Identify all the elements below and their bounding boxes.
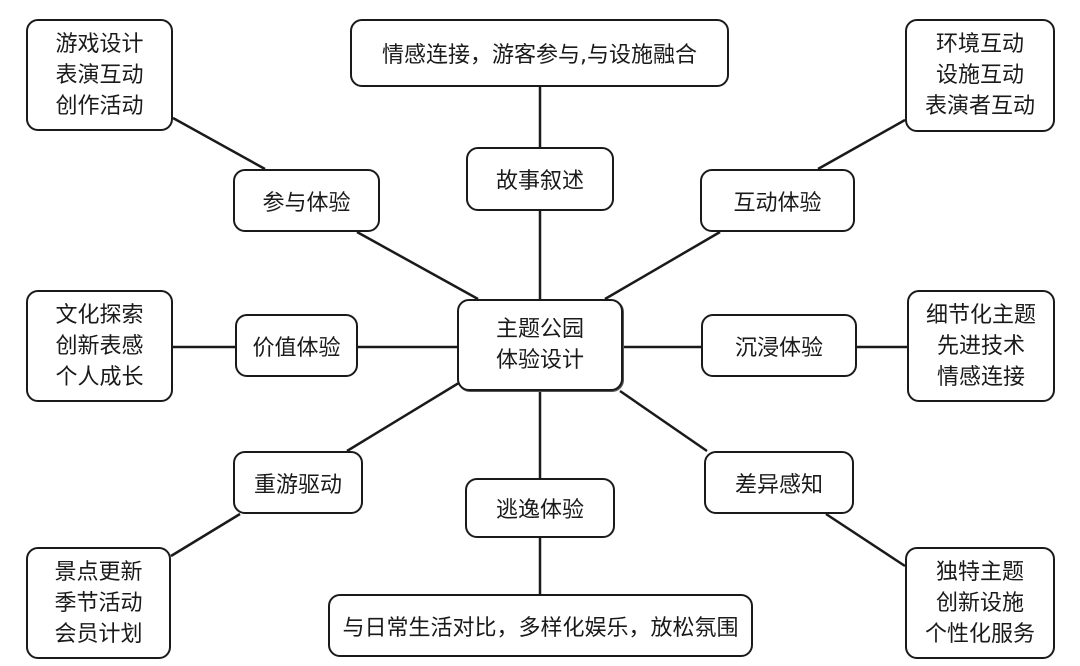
participation-node: 参与体验 [233,169,380,232]
escape-label: 逃逸体验 [495,498,584,523]
escape-node: 逃逸体验 [465,478,615,538]
story-detail-box: 情感连接，游客参与,与设施融合 [350,19,729,87]
connector-difference-detail [825,512,906,568]
value-detail-2: 创新表感 [55,333,144,359]
story-node: 故事叙述 [466,147,614,211]
center-node: 主题公园 体验设计 [457,299,623,391]
interaction-label: 互动体验 [733,190,822,216]
immersion-label: 沉浸体验 [734,335,823,361]
revisit-detail-3: 会员计划 [54,621,143,647]
connector-center-revisit [346,379,463,453]
immersion-detail-2: 先进技术 [936,333,1025,359]
interaction-detail-1: 环境互动 [935,32,1024,57]
difference-detail-2: 创新设施 [935,590,1024,616]
difference-label: 差异感知 [734,472,823,498]
immersion-detail-3: 情感连接 [936,364,1025,390]
escape-detail-box: 与日常生活对比，多样化娱乐，放松氛围 [328,594,753,657]
interaction-detail-3: 表演者互动 [924,94,1035,119]
difference-detail-1: 独特主题 [935,559,1024,585]
story-detail: 情感连接，游客参与,与设施融合 [382,43,697,68]
value-detail-box: 文化探索 创新表感 个人成长 [26,290,173,402]
center-line-1: 主题公园 [495,317,584,342]
immersion-detail-1: 细节化主题 [925,302,1036,328]
difference-detail-3: 个性化服务 [924,621,1035,647]
connector-revisit-detail [170,512,241,558]
revisit-node: 重游驱动 [233,451,363,514]
participation-detail-box: 游戏设计 表演互动 创作活动 [26,19,173,131]
immersion-node: 沉浸体验 [701,314,857,377]
story-label: 故事叙述 [495,169,584,194]
participation-detail-1: 游戏设计 [55,31,144,57]
interaction-detail-2: 设施互动 [935,63,1024,88]
escape-detail: 与日常生活对比，多样化娱乐，放松氛围 [342,615,739,641]
center-line-2: 体验设计 [495,348,584,373]
participation-detail-3: 创作活动 [55,93,144,119]
interaction-node: 互动体验 [700,169,855,232]
immersion-detail-box: 细节化主题 先进技术 情感连接 [907,290,1055,402]
revisit-label: 重游驱动 [253,472,342,498]
connector-center-difference [619,389,708,453]
interaction-detail-box: 环境互动 设施互动 表演者互动 [905,19,1055,132]
participation-label: 参与体验 [262,190,351,216]
connector-center-participation [356,230,479,301]
difference-node: 差异感知 [704,451,854,514]
connector-participation-detail [172,116,266,171]
value-detail-1: 文化探索 [55,302,144,328]
revisit-detail-2: 季节活动 [54,590,143,616]
value-node: 价值体验 [235,314,358,377]
difference-detail-box: 独特主题 创新设施 个性化服务 [905,547,1055,659]
revisit-detail-1: 景点更新 [54,559,143,585]
connector-interaction-detail [817,118,906,171]
revisit-detail-box: 景点更新 季节活动 会员计划 [26,547,171,659]
connector-center-interaction [604,230,721,301]
value-detail-3: 个人成长 [55,364,144,390]
value-label: 价值体验 [252,335,341,361]
participation-detail-2: 表演互动 [55,62,144,88]
